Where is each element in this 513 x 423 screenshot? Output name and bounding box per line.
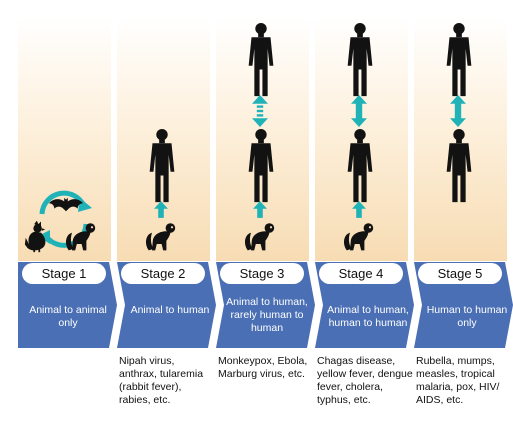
stage-2-label: Stage 2 (121, 263, 205, 284)
stage-4-description: Animal to human, human to human (327, 304, 409, 329)
up-arrow-icon (352, 201, 366, 218)
human-silhouette-icon (347, 22, 373, 97)
stage-5-label: Stage 5 (418, 263, 502, 284)
double-arrow-icon (450, 95, 466, 127)
stage-4-examples: Chagas disease, yellow fever, dengue fev… (317, 355, 413, 406)
stage-2-description: Animal to human (130, 304, 210, 316)
monkey-icon (66, 223, 96, 251)
stage-5-icons (446, 22, 472, 203)
double-arrow-icon (252, 95, 268, 127)
up-arrow-icon (154, 201, 168, 218)
stage-1-icons (24, 190, 96, 253)
stage-4-label: Stage 4 (319, 263, 403, 284)
stage-3-icons (245, 22, 275, 251)
bat-icon (48, 197, 84, 212)
up-arrow-icon (253, 201, 267, 218)
monkey-icon (146, 223, 176, 251)
human-silhouette-icon (248, 22, 274, 97)
human-silhouette-icon (446, 22, 472, 97)
monkey-icon (245, 223, 275, 251)
stage-5-description: Human to human only (426, 304, 508, 329)
human-silhouette-icon (248, 128, 274, 203)
human-silhouette-icon (347, 128, 373, 203)
stage-1-label: Stage 1 (22, 263, 106, 284)
stage-1-panel (18, 17, 111, 261)
stage-4-icons (344, 22, 374, 251)
double-arrow-icon (351, 95, 367, 127)
stage-5-examples: Rubella, mumps, measles, tropical malari… (416, 355, 500, 406)
human-silhouette-icon (446, 128, 472, 203)
stage-3-label: Stage 3 (220, 263, 304, 284)
stage-1-description: Animal to animal only (29, 304, 107, 329)
stage-3-description: Animal to human, rarely human to human (226, 296, 308, 334)
stage-3-examples: Monkeypox, Ebola, Marburg virus, etc. (218, 355, 308, 380)
human-silhouette-icon (149, 128, 175, 203)
rooster-icon (24, 220, 46, 253)
stage-2-icons (146, 128, 176, 251)
monkey-icon (344, 223, 374, 251)
stage-2-examples: Nipah virus, anthrax, tularemia (rabbit … (119, 355, 204, 406)
